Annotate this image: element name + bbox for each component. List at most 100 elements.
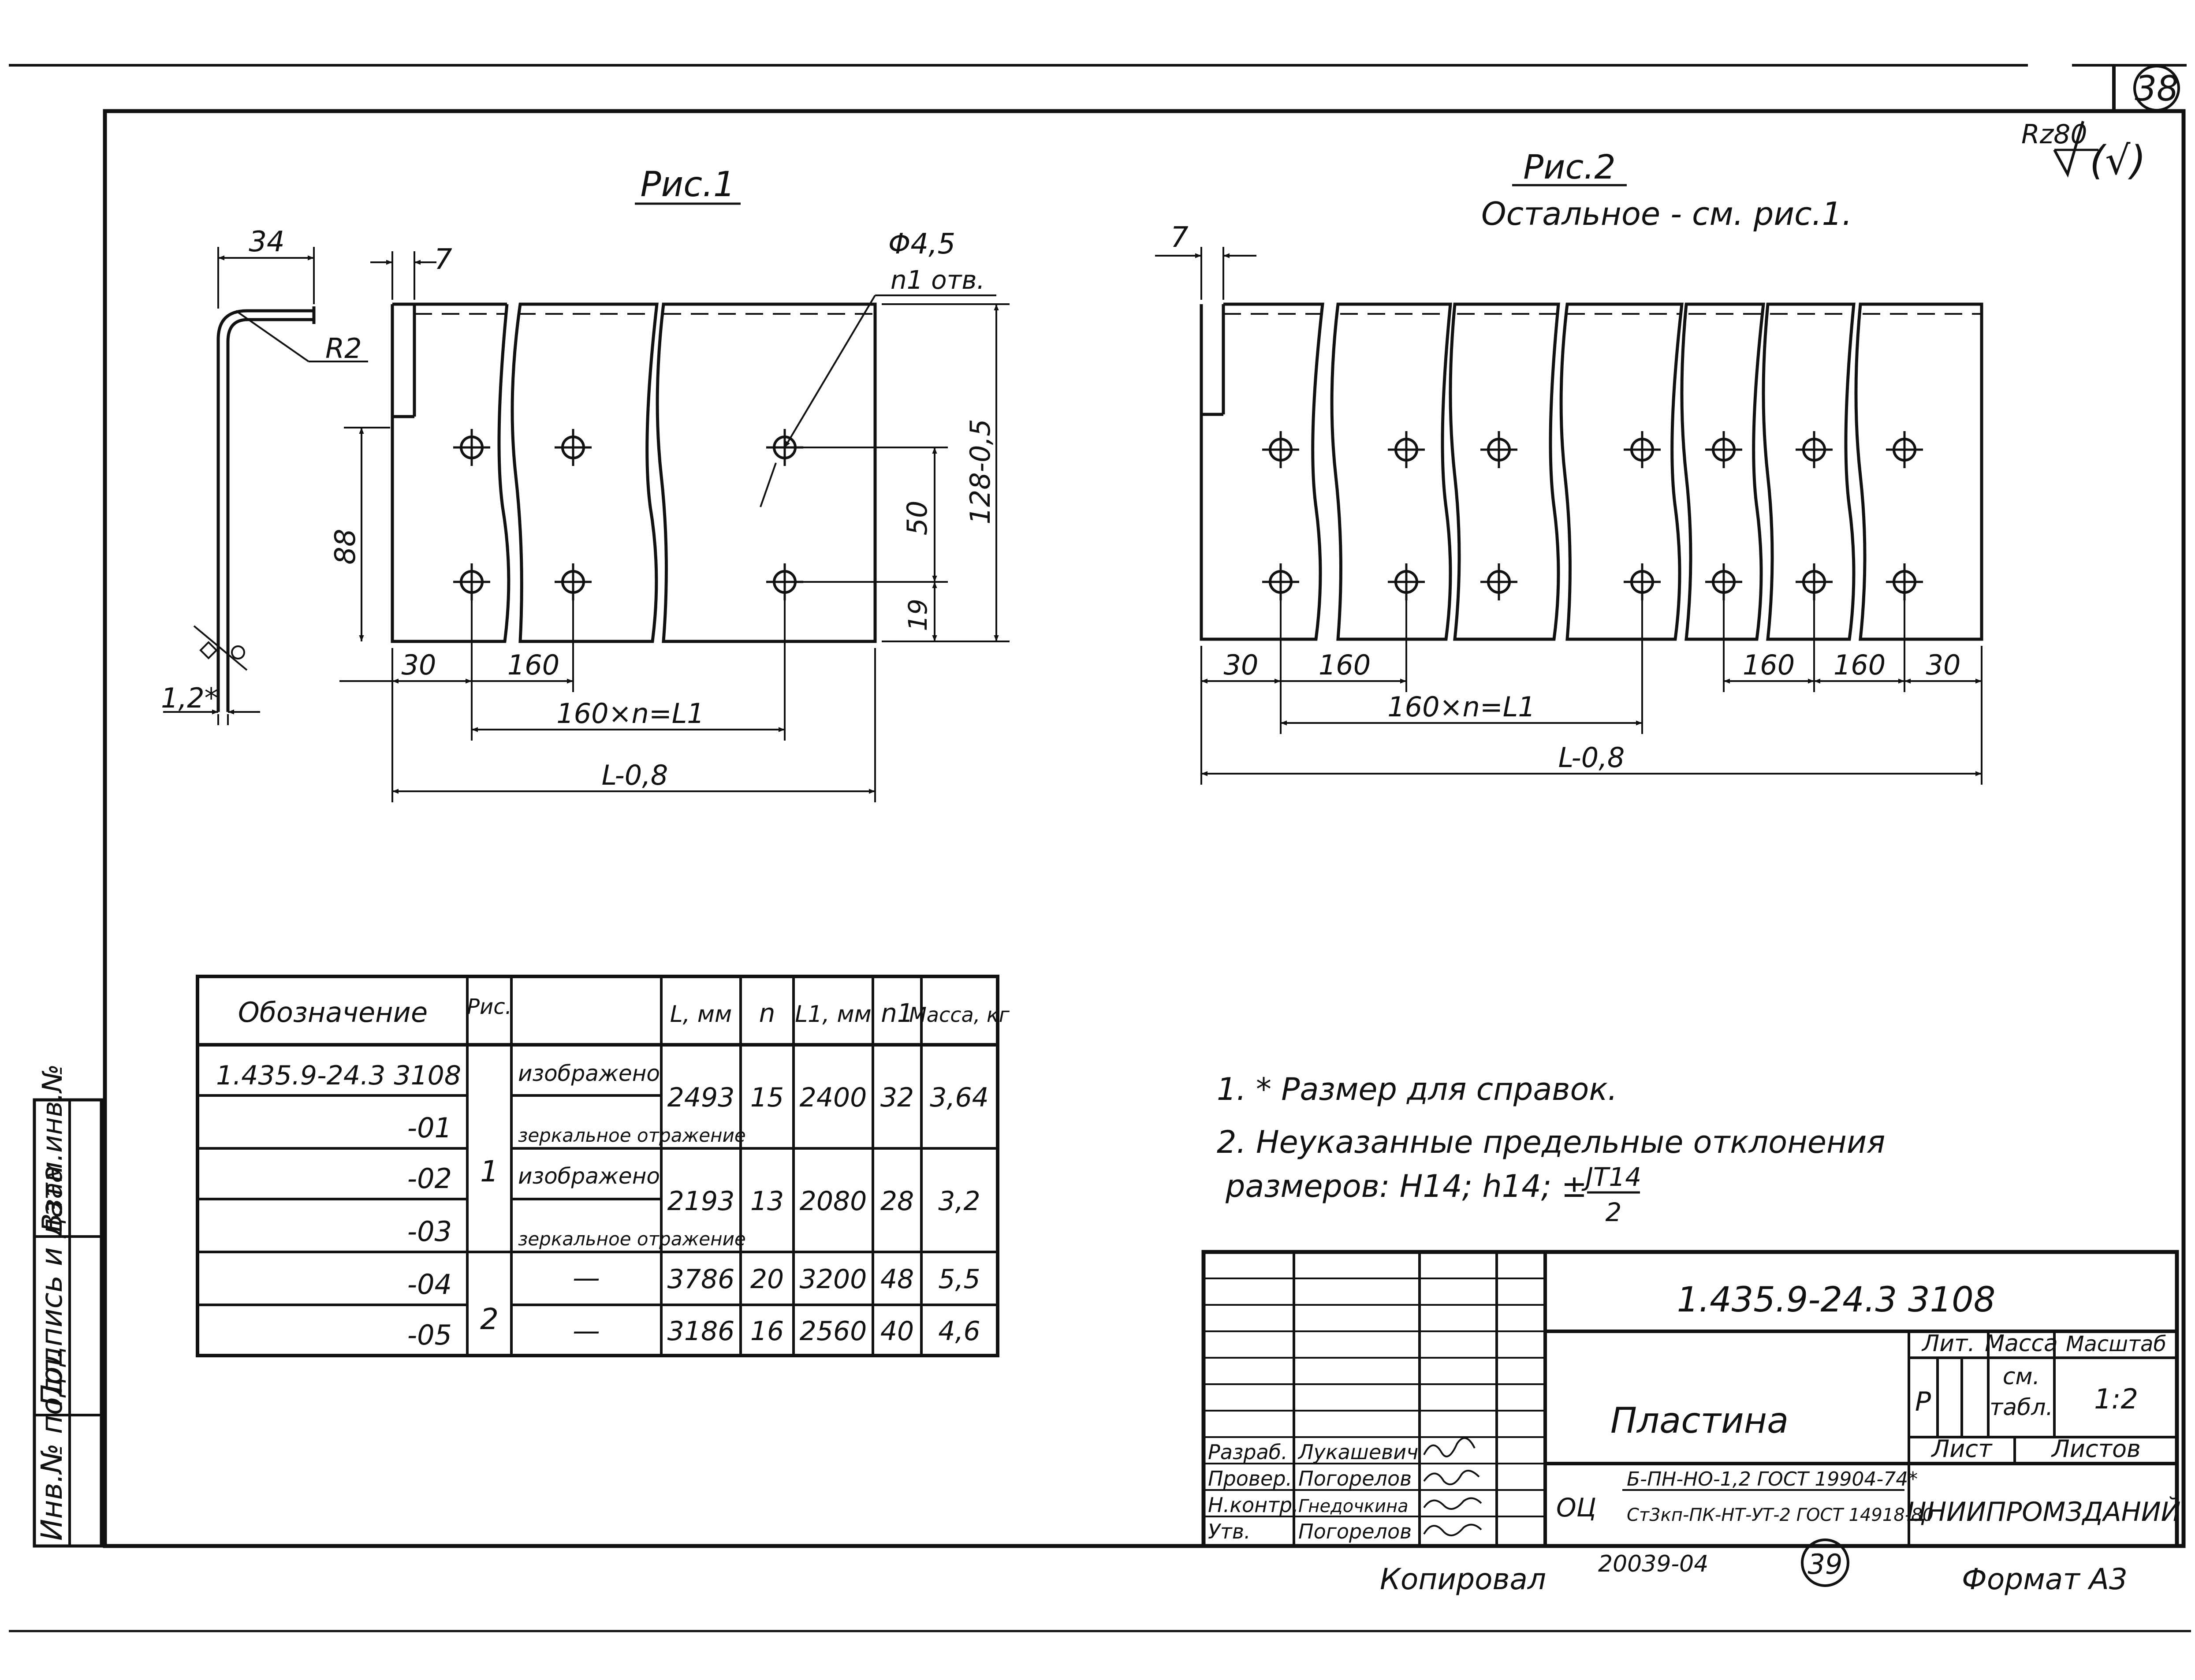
title-lit-label: Лит.: [1921, 1330, 1975, 1357]
note-2-line-2: размеров: H14; h14; ±: [1225, 1168, 1587, 1204]
table-header-designation: Обозначение: [238, 996, 428, 1028]
title-material-bottom: Ст3кп-ПК-НТ-УТ-2 ГОСТ 14918-80: [1627, 1505, 1934, 1525]
table-header-mass: Масса, кг: [909, 1003, 1010, 1027]
table-cell-n: 20: [750, 1264, 784, 1295]
fig1-dim-88: 88: [329, 529, 362, 564]
format-label: Формат А3: [1962, 1562, 2128, 1596]
table-cell-n1: 40: [880, 1316, 914, 1347]
title-sheet-label: Лист: [1931, 1435, 1993, 1463]
corner-sheet-number: 38: [2133, 65, 2180, 112]
table-fig-1: 1: [480, 1155, 499, 1188]
title-mass-label: Масса: [1985, 1330, 2058, 1357]
table-fig-2: 2: [480, 1302, 499, 1336]
signature-scribbles: [1423, 1437, 1482, 1536]
fig1-hole-count: n1 отв.: [891, 265, 985, 295]
fig1-side-profile: [216, 306, 316, 712]
title-scale-value: 1:2: [2094, 1383, 2138, 1415]
table-cell-n1: 28: [880, 1186, 914, 1217]
title-sheets-label: Листов: [2051, 1435, 2141, 1463]
copied-by-label: Копировал: [1380, 1562, 1546, 1596]
fig1-holes: [453, 429, 803, 600]
title-material-top: Б-ПН-НО-1,2 ГОСТ 19904-74*: [1627, 1468, 1918, 1490]
fig1-hole-diameter: Φ4,5: [888, 228, 955, 261]
table-header-n: n: [759, 998, 775, 1028]
title-role-label: Разраб.: [1208, 1440, 1288, 1464]
side-stamp: [33, 1098, 103, 1548]
title-role-label: Провер.: [1208, 1467, 1292, 1490]
circled-page-number: 39: [1808, 1548, 1843, 1580]
table-row-variant: изображено: [518, 1061, 660, 1086]
table-header-n1: n1: [881, 998, 913, 1028]
table-cell-L: 2493: [667, 1082, 735, 1113]
table-cell-n: 16: [750, 1316, 784, 1347]
table-row-variant: —: [573, 1315, 600, 1347]
fig2-dim-7: 7: [1170, 221, 1189, 254]
title-role-name: Погорелов: [1298, 1520, 1412, 1543]
table-header-L1: L1, мм: [795, 1001, 872, 1028]
table-cell-L: 3186: [667, 1316, 735, 1347]
title-material-prefix: ОЦ: [1556, 1493, 1596, 1523]
table-header-L: L, мм: [670, 1001, 732, 1028]
fig2-subtitle: Остальное - см. рис.1.: [1481, 195, 1852, 232]
fig2-dim-160: 160: [1319, 649, 1371, 681]
spec-table: Обозначение Рис. L, мм n L1, мм n1 Масса…: [196, 975, 1010, 1357]
table-cell-L1: 3200: [800, 1264, 867, 1295]
table-header-fig: Рис.: [467, 995, 512, 1019]
note-2-line-1: 2. Неуказанные предельные отклонения: [1217, 1124, 1885, 1160]
table-row-variant: изображено: [518, 1163, 660, 1189]
table-cell-mass: 4,6: [938, 1316, 980, 1347]
table-cell-L1: 2400: [800, 1082, 867, 1113]
figure-2: Рис.2 Остальное - см. рис.1.: [1155, 147, 1983, 785]
title-part-name: Пластина: [1610, 1400, 1789, 1441]
title-lit-value: Р: [1915, 1386, 1931, 1417]
sheet-frame: [9, 64, 2191, 1632]
table-row-variant: —: [573, 1262, 600, 1294]
note-fraction-denominator: 2: [1606, 1197, 1622, 1227]
table-cell-mass: 3,2: [938, 1186, 980, 1217]
fig1-dim-160: 160: [507, 649, 559, 681]
roughness-paren: (√): [2090, 138, 2146, 184]
table-cell-n: 15: [750, 1082, 784, 1113]
note-fraction-numerator: JT14: [1581, 1162, 1641, 1192]
fig1-dim-30: 30: [402, 649, 436, 681]
table-row-designation: -05: [407, 1319, 452, 1351]
table-row-designation: 1.435.9-24.3 3108: [216, 1060, 461, 1091]
table-cell-mass: 5,5: [938, 1264, 980, 1295]
table-row-designation: -01: [407, 1112, 452, 1144]
table-cell-L: 3786: [667, 1264, 735, 1295]
table-cell-n1: 32: [880, 1082, 914, 1113]
table-cell-L1: 2080: [800, 1186, 867, 1217]
side-inv-original: Инв.№ подл.: [35, 1349, 69, 1541]
table-cell-mass: 3,64: [930, 1082, 989, 1113]
fig1-dim-7: 7: [434, 243, 452, 276]
fig1-chain-dim: 160×n=L1: [556, 697, 704, 730]
fig2-holes: [1262, 431, 1923, 600]
title-organization: ЦНИИПРОМЗДАНИЙ: [1906, 1496, 2180, 1527]
table-row-variant: зеркальное отражение: [518, 1228, 746, 1250]
title-mass-value-1: см.: [2003, 1363, 2040, 1390]
roughness-symbol: Rz80 (√): [2021, 119, 2146, 184]
fig2-dim-30: 30: [1224, 649, 1259, 681]
table-row-designation: -04: [407, 1268, 452, 1300]
fig2-title: Рис.2: [1523, 147, 1616, 186]
table-row-designation: -02: [407, 1162, 452, 1195]
title-block: 1.435.9-24.3 3108 Пластина Лит. Масса Ма…: [1201, 1250, 2181, 1548]
fig2-plate: [1200, 302, 1983, 641]
fig1-dim-128: 128-0,5: [964, 419, 996, 524]
title-role-label: Н.контр.: [1208, 1493, 1299, 1517]
fig1-radius-label: R2: [325, 332, 362, 365]
fig2-overall-length: L-0,8: [1558, 741, 1625, 774]
fig1-dim-19: 19: [903, 599, 933, 631]
title-role-label: Утв.: [1208, 1520, 1251, 1543]
title-scale-label: Масштаб: [2066, 1332, 2166, 1356]
table-cell-n1: 48: [880, 1264, 914, 1295]
title-role-name: Лукашевич: [1297, 1440, 1418, 1464]
fig2-chain-dim: 160×n=L1: [1387, 691, 1535, 723]
bottom-strip: Копировал 20039-04 39 Формат А3: [1380, 1538, 2128, 1596]
title-role-name: Гнедочкина: [1298, 1496, 1409, 1516]
fig1-overall-length: L-0,8: [602, 759, 668, 791]
note-1: 1. * Размер для справок.: [1217, 1071, 1617, 1107]
figure-1: Рис.1 34 R2 1,2*: [161, 165, 1010, 802]
fig2-dim-160-right-2: 160: [1834, 649, 1886, 681]
